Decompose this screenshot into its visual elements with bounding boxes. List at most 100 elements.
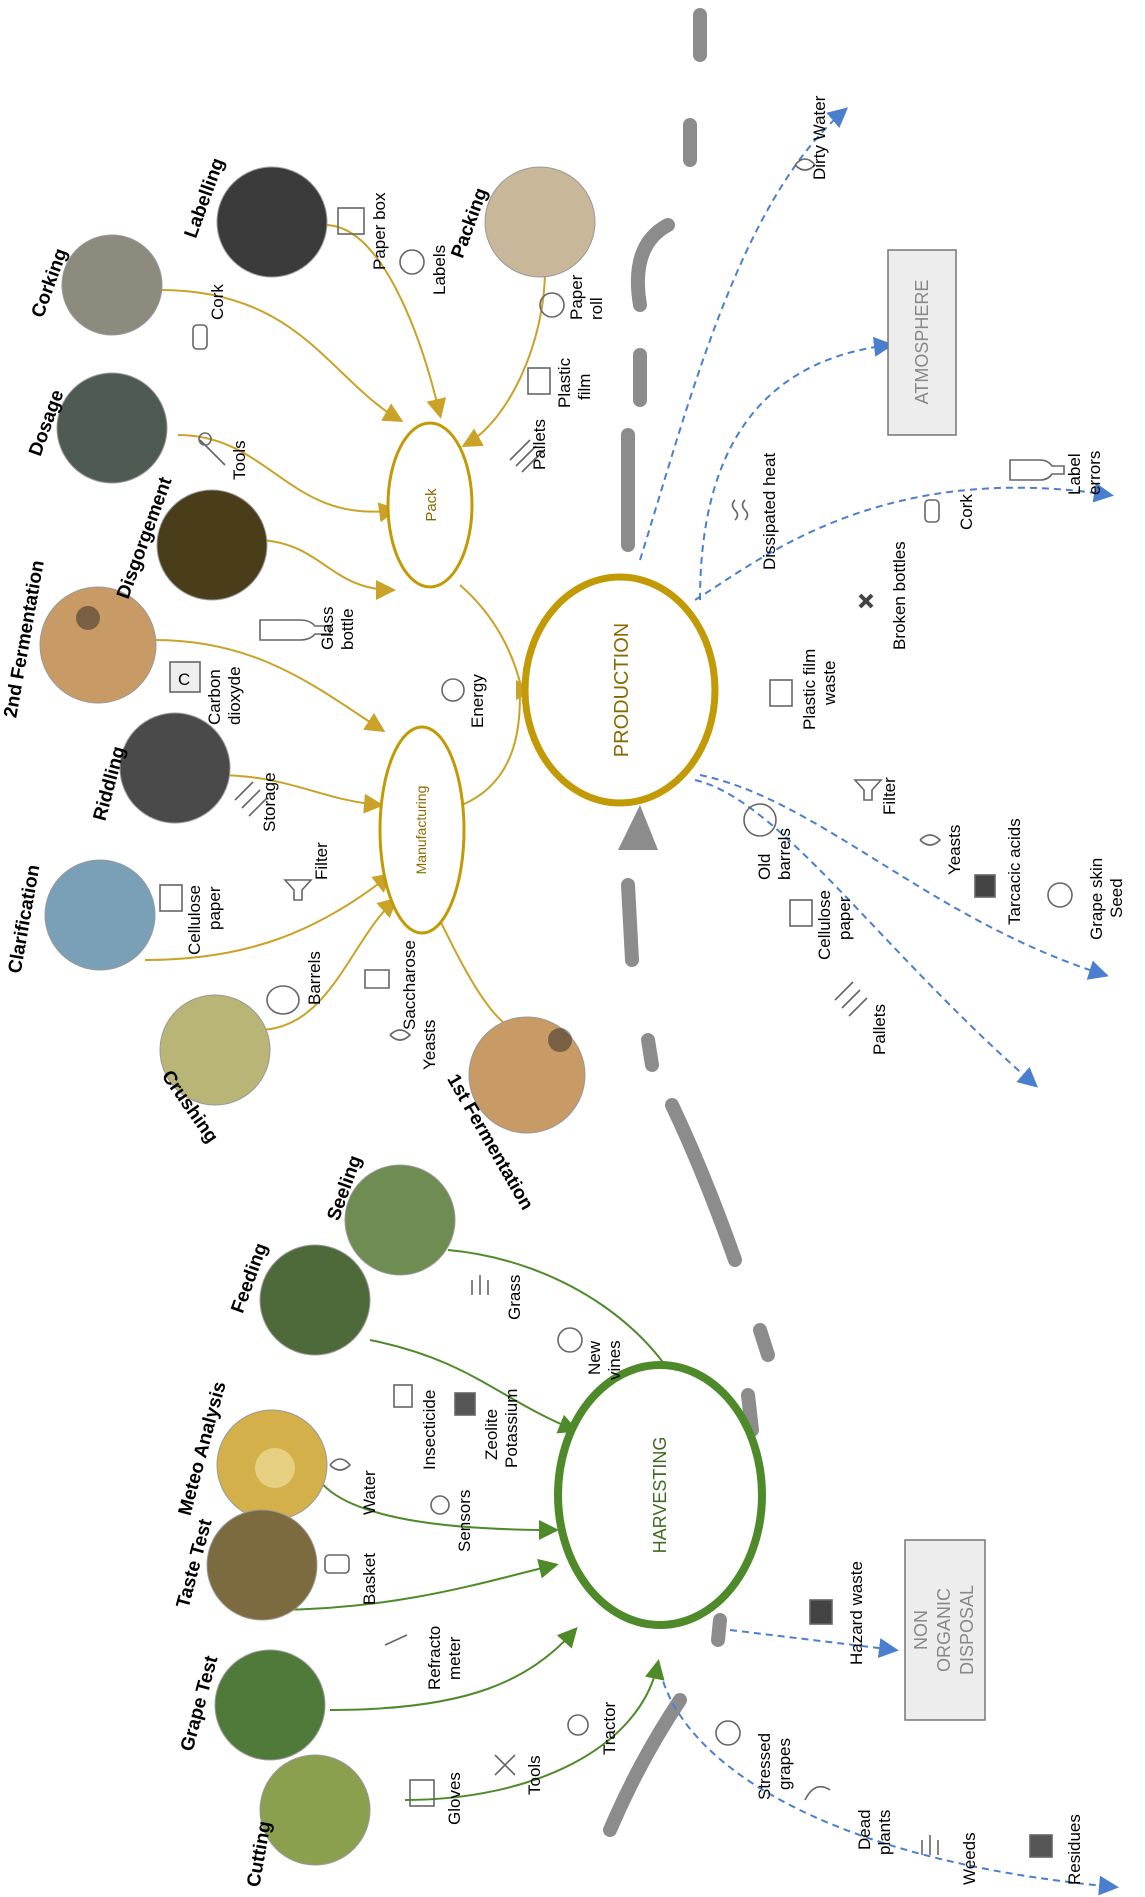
dirty-water-icon <box>794 158 817 171</box>
glass-bottle-label-1: Glass <box>318 607 337 650</box>
energy-label: Energy <box>468 674 487 728</box>
cellulose-paper-icon <box>159 884 183 912</box>
output-labels: Dirty Water Dissipated heat Label errors… <box>755 95 1126 1885</box>
production-label: PRODUCTION <box>611 623 633 757</box>
cork-icon <box>192 324 208 350</box>
crushing-photo <box>159 994 271 1106</box>
broken-bottles-label: Broken bottles <box>890 541 909 650</box>
yeasts-in-label: Yeasts <box>420 1020 439 1070</box>
filter-out-label: Filter <box>880 777 899 815</box>
basket-icon <box>324 1554 350 1574</box>
glass-bottle-icon <box>259 619 331 641</box>
label-cutting: Cutting <box>243 1819 275 1888</box>
tractor-label: Tractor <box>600 1701 619 1755</box>
non-organic-line-2: ORGANIC <box>934 1588 954 1672</box>
tools-pack-label: Tools <box>230 440 249 480</box>
paper-roll-label-1: Paper <box>567 274 586 320</box>
plastic-film-label-1: Plastic <box>555 357 574 408</box>
non-organic-disposal-box <box>904 1539 986 1721</box>
paper-box-label: Paper box <box>370 192 389 270</box>
barrels-icon <box>266 985 300 1015</box>
production-hub <box>521 573 719 807</box>
process-photos <box>39 166 596 1866</box>
cellulose-label-1: Cellulose <box>185 885 204 955</box>
dissipated-heat-icon <box>731 499 749 521</box>
plastic-film-label-2: film <box>575 374 594 400</box>
input-labels: Cork Paper box Labels Paper roll Plastic… <box>178 192 624 1825</box>
labels-label: Labels <box>430 245 449 295</box>
new-vines-label-1: New <box>585 1340 604 1375</box>
pallets-label: Pallets <box>530 419 549 470</box>
hazard-waste-label: Hazard waste <box>847 1561 866 1665</box>
zeolite-icon <box>454 1392 476 1416</box>
pallets-out-icon <box>834 981 868 1017</box>
paper-box-icon <box>337 207 365 235</box>
yeasts-out-icon <box>919 834 942 846</box>
dirty-water-label: Dirty Water <box>810 95 829 180</box>
cork-label: Cork <box>208 284 227 320</box>
weeds-icon <box>921 1835 939 1855</box>
disgorgement-photo <box>156 489 268 601</box>
new-vines-label-2: vines <box>605 1340 624 1380</box>
photo-highlights <box>76 606 572 1488</box>
fermentation2-photo <box>39 586 157 704</box>
output-icons <box>715 158 1073 1858</box>
grape-skin-icon <box>1047 882 1073 908</box>
yeasts-icon <box>389 1029 412 1041</box>
dissipated-heat-label: Dissipated heat <box>760 453 779 570</box>
cutting-photo <box>259 1754 371 1866</box>
refracto-label-2: meter <box>445 1636 464 1680</box>
grape-skin-label-1: Grape skin <box>1087 858 1106 940</box>
stressed-grapes-label-1: Stressed <box>755 1733 774 1800</box>
saccharose-label: Saccharose <box>400 940 419 1030</box>
filter-out-icon <box>853 779 883 801</box>
old-barrels-label-2: barrels <box>775 828 794 880</box>
gloves-label: Gloves <box>445 1772 464 1825</box>
new-vines-icon <box>557 1327 583 1353</box>
residues-label: Residues <box>1065 1814 1084 1885</box>
filter-in-label: Filter <box>312 842 331 880</box>
corking-photo <box>61 234 163 336</box>
paper-roll-label-2: roll <box>587 297 606 320</box>
energy-icon <box>441 678 465 702</box>
stressed-grapes-label-2: grapes <box>775 1738 794 1790</box>
labelling-photo <box>216 166 328 278</box>
water-label: Water <box>360 1470 379 1515</box>
plastic-waste-label-1: Plastic film <box>800 649 819 730</box>
atmosphere-label: ATMOSPHERE <box>912 280 932 405</box>
non-organic-line-3: DISPOSAL <box>957 1585 977 1675</box>
cellulose-out-label-2: paper <box>835 896 854 940</box>
dead-plants-icon <box>804 1785 831 1801</box>
zeolite-label-2: Potassium <box>502 1389 521 1468</box>
cellulose-out-label-1: Cellulose <box>815 890 834 960</box>
tartaric-acids-label: Tarcacic acids <box>1005 818 1024 925</box>
insecticide-icon <box>393 1384 413 1408</box>
cork-out-icon <box>924 499 940 523</box>
clarification-photo <box>44 859 156 971</box>
filter-icon <box>283 879 313 901</box>
fermentation1-photo <box>468 1016 586 1134</box>
old-barrels-icon <box>743 803 777 837</box>
old-barrels-label-1: Old <box>755 854 774 880</box>
fermentation1-barrel-hole <box>548 1028 572 1052</box>
manufacturing-hub <box>378 725 466 935</box>
cork-out-label: Cork <box>957 494 976 530</box>
paper-roll-icon <box>539 292 565 318</box>
broken-bottles-icon <box>858 593 874 609</box>
glass-bottle-label-2: bottle <box>338 608 357 650</box>
grape-skin-label-2: Seed <box>1107 878 1126 918</box>
hazard-waste-icon <box>809 1599 833 1625</box>
plastic-waste-icon <box>769 679 793 707</box>
dead-plants-label-1: Dead <box>855 1809 874 1850</box>
label-errors-label-1: Label <box>1065 453 1084 495</box>
insecticide-label: Insecticide <box>420 1390 439 1470</box>
label-errors-label-2: errors <box>1085 451 1104 495</box>
storage-label: Storage <box>260 772 279 832</box>
feeding-photo <box>259 1244 371 1356</box>
dead-plants-label-2: plants <box>875 1810 894 1855</box>
sensors-label: Sensors <box>455 1490 474 1552</box>
stressed-grapes-icon <box>715 1720 741 1746</box>
residues-icon <box>1029 1834 1053 1858</box>
dosage-photo <box>56 372 168 484</box>
input-icons <box>159 207 589 1807</box>
